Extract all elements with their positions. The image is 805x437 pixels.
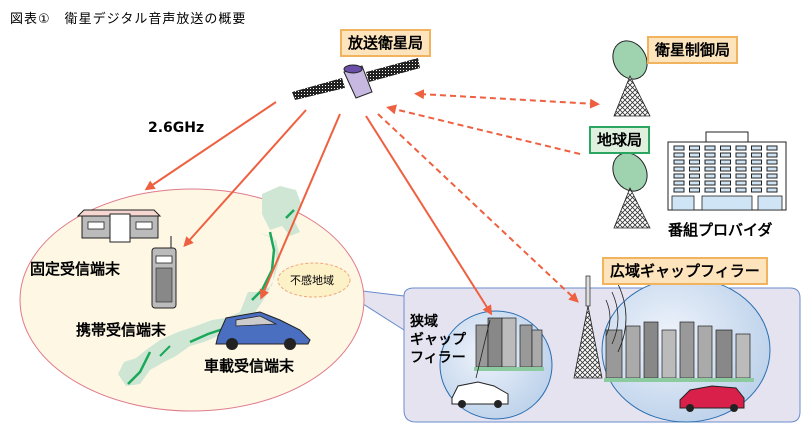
office-window: [751, 166, 762, 172]
narrow-filler-link-arrow: [475, 319, 491, 379]
red-car-icon: [679, 385, 745, 412]
label-broadcast-satellite-station: 放送衛星局: [340, 29, 432, 57]
label-blind-area: 不感地域: [290, 274, 334, 287]
narrow-gap-filler-line: フィラー: [410, 350, 466, 366]
office-window: [766, 180, 778, 186]
office-window: [689, 180, 700, 186]
blind-area-bubble: [277, 262, 351, 298]
feeder-link-arrows: [377, 89, 600, 303]
satellite-icon: [292, 58, 420, 100]
office-window: [704, 187, 716, 193]
narrow-gap-filler-line: 狭域: [410, 314, 438, 330]
office-window: [720, 166, 731, 172]
figure-title: 図表① 衛星デジタル音声放送の概要: [10, 12, 247, 27]
office-window: [720, 159, 731, 165]
label-mobile-receiver: 携帯受信端末: [76, 321, 167, 339]
office-window: [766, 159, 778, 165]
label-fixed-receiver: 固定受信端末: [30, 260, 121, 278]
office-window: [704, 180, 716, 186]
mobile-phone-icon: [151, 236, 177, 309]
office-window: [720, 173, 731, 179]
arrow-to-mobile-receiver: [183, 109, 307, 247]
office-window: [689, 159, 700, 165]
arrow-to-fixed-receiver: [144, 101, 277, 191]
office-window: [673, 145, 685, 151]
office-window: [751, 180, 762, 186]
house-icon: [76, 209, 162, 243]
office-window: [673, 187, 685, 193]
office-window: [704, 145, 716, 151]
office-window: [735, 187, 747, 193]
office-window: [735, 173, 747, 179]
office-window: [751, 145, 762, 151]
office-window: [735, 159, 747, 165]
office-window: [766, 152, 778, 158]
office-window: [673, 152, 685, 158]
earth-station-dish-icon: [612, 152, 651, 229]
arrow-to-narrow-gap-filler: [365, 115, 493, 316]
label-wide-gap-filler: 広域ギャップフィラー: [602, 257, 768, 285]
label-earth-station: 地球局: [589, 126, 651, 154]
wide-gap-filler-tower: [573, 275, 627, 379]
office-window: [704, 166, 716, 172]
narrow-gap-filler-line: ギャップ: [410, 332, 466, 348]
office-window: [673, 159, 685, 165]
label-frequency: 2.6GHz: [148, 120, 205, 136]
office-window: [766, 173, 778, 179]
coverage-area: [19, 188, 365, 412]
arrow-to-wide-gap-filler: [377, 113, 579, 303]
blue-car-icon: [215, 311, 311, 350]
office-window: [689, 166, 700, 172]
office-window: [689, 145, 700, 151]
office-window: [735, 145, 747, 151]
office-window: [673, 166, 685, 172]
city-buildings-narrow: [474, 317, 544, 371]
office-window: [766, 187, 778, 193]
office-window: [673, 180, 685, 186]
office-window: [689, 152, 700, 158]
office-window: [735, 180, 747, 186]
office-window: [720, 145, 731, 151]
office-window: [735, 152, 747, 158]
city-buildings-wide: [604, 321, 754, 382]
office-window: [766, 166, 778, 172]
label-satellite-control-station: 衛星制御局: [647, 36, 739, 64]
office-window: [689, 173, 700, 179]
office-window: [766, 145, 778, 151]
office-window: [673, 173, 685, 179]
white-car-icon: [451, 381, 509, 408]
label-vehicle-receiver: 車載受信端末: [204, 357, 295, 375]
office-window: [704, 159, 716, 165]
office-window: [704, 152, 716, 158]
office-window: [720, 187, 731, 193]
office-window: [689, 187, 700, 193]
office-window: [704, 173, 716, 179]
satellite-control-dish-icon: [612, 40, 651, 117]
downlink-arrows: [144, 101, 493, 316]
arrow-to-vehicle-receiver: [259, 113, 341, 300]
label-narrow-gap-filler: 狭域 ギャップ フィラー: [410, 313, 466, 367]
label-program-provider: 番組プロバイダ: [668, 221, 773, 239]
office-window: [751, 187, 762, 193]
office-window: [735, 166, 747, 172]
office-window: [751, 152, 762, 158]
office-window: [720, 152, 731, 158]
office-window: [720, 180, 731, 186]
office-window: [751, 159, 762, 165]
arrow-earth-station-uplink: [386, 104, 581, 155]
office-window: [751, 173, 762, 179]
